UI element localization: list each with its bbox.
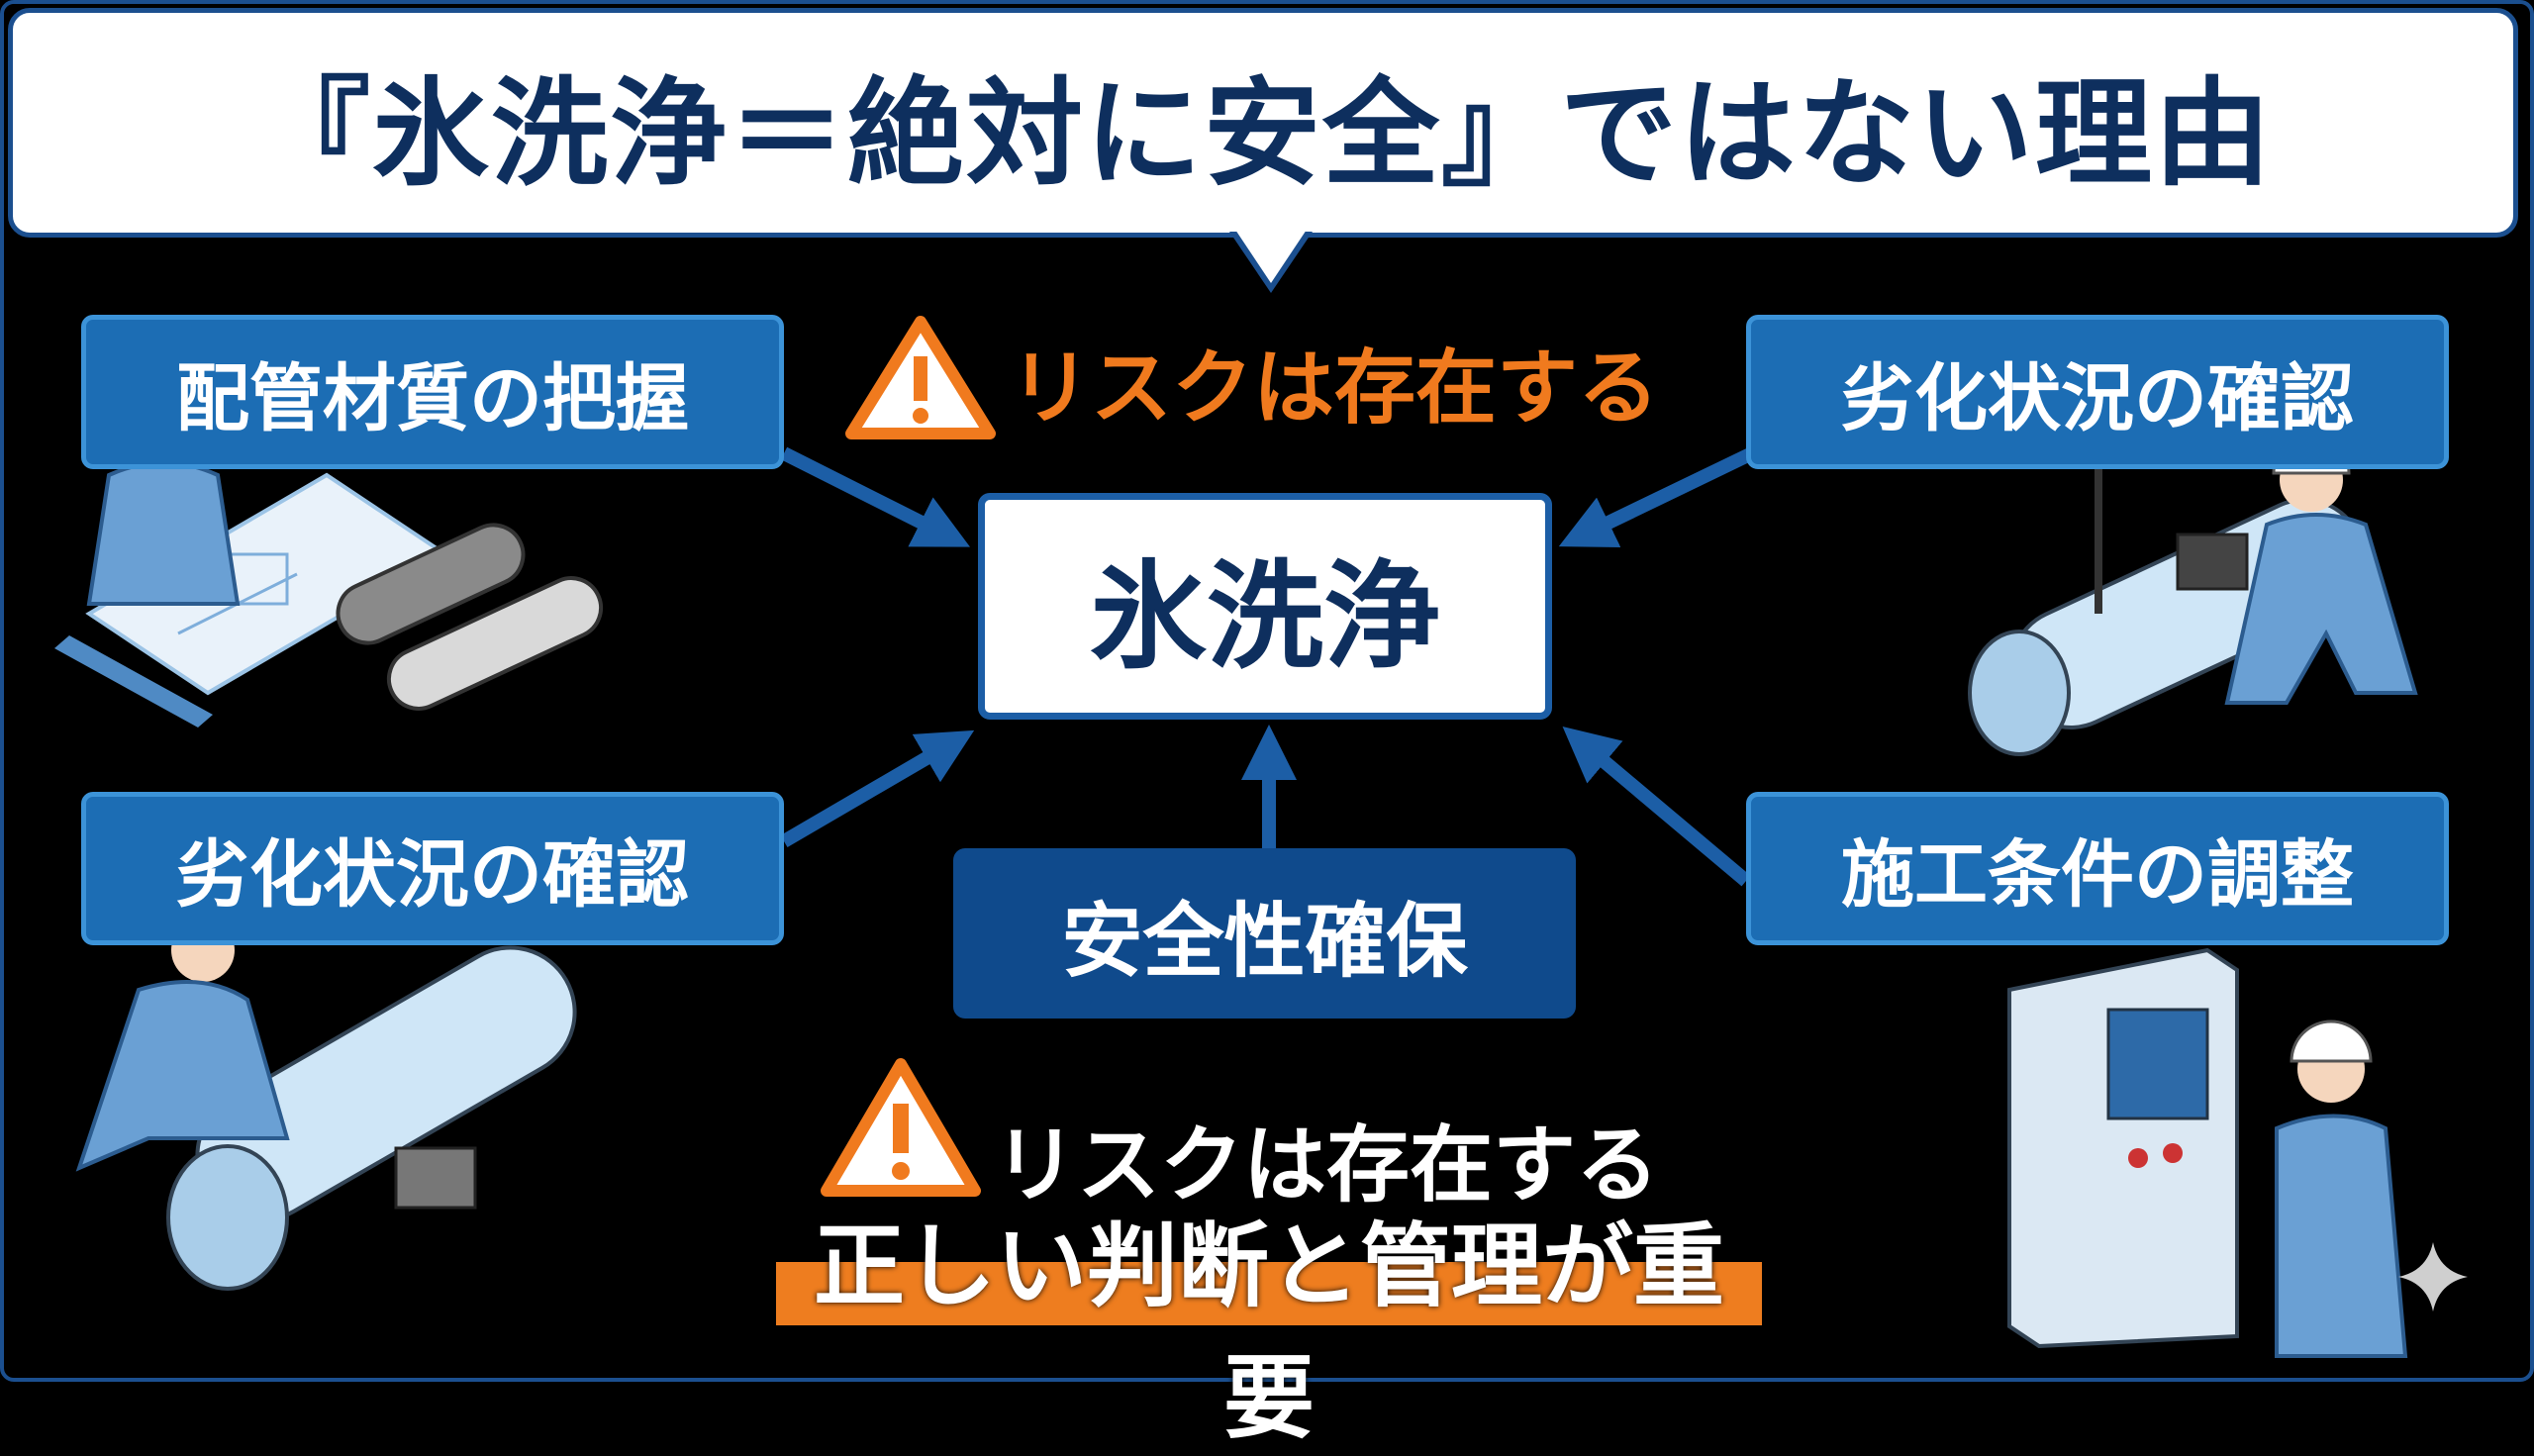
pipe-inspection-worker-illustration bbox=[1968, 434, 2418, 756]
title-pointer-fill bbox=[1235, 230, 1307, 283]
arrow-bottom-left bbox=[780, 729, 975, 848]
box-pipe-material: 配管材質の把握 bbox=[81, 315, 784, 469]
box-pipe-material-label: 配管材質の把握 bbox=[176, 355, 689, 441]
box-deterioration-top: 劣化状況の確認 bbox=[1746, 315, 2449, 469]
control-panel-worker-illustration bbox=[2007, 947, 2408, 1358]
box-deterioration-top-label: 劣化状況の確認 bbox=[1841, 355, 2354, 441]
risk-warning-top: リスクは存在する bbox=[1010, 341, 1660, 436]
arrow-top-left bbox=[780, 446, 971, 547]
outer-frame bbox=[0, 0, 2534, 1382]
conclusion-text: 正しい判断と管理が重要 bbox=[813, 1213, 1724, 1451]
warning-icon-bottom bbox=[821, 1058, 981, 1197]
page-title: 『氷洗浄＝絶対に安全』ではない理由 bbox=[252, 64, 2273, 202]
risk-warning-bottom: リスクは存在する bbox=[994, 1116, 1660, 1213]
pipe-repair-worker-illustration bbox=[75, 904, 577, 1291]
arrows-and-illustrations bbox=[54, 316, 2468, 1358]
box-work-conditions-label: 施工条件の調整 bbox=[1841, 832, 2354, 918]
highlight-bar bbox=[776, 1262, 1762, 1325]
arrow-bottom-right bbox=[1562, 726, 1751, 887]
box-deterioration-bottom: 劣化状況の確認 bbox=[81, 792, 784, 945]
center-ice-cleaning: 氷洗浄 bbox=[978, 493, 1552, 720]
warning-icon-top bbox=[845, 316, 996, 439]
sparkle-icon bbox=[2398, 1242, 2468, 1311]
safety-box: 安全性確保 bbox=[953, 848, 1576, 1019]
arrow-top-right bbox=[1558, 446, 1756, 548]
safety-label: 安全性確保 bbox=[1061, 894, 1468, 989]
center-label: 氷洗浄 bbox=[1089, 548, 1440, 685]
box-work-conditions: 施工条件の調整 bbox=[1746, 792, 2449, 945]
box-deterioration-bottom-label: 劣化状況の確認 bbox=[176, 832, 689, 918]
